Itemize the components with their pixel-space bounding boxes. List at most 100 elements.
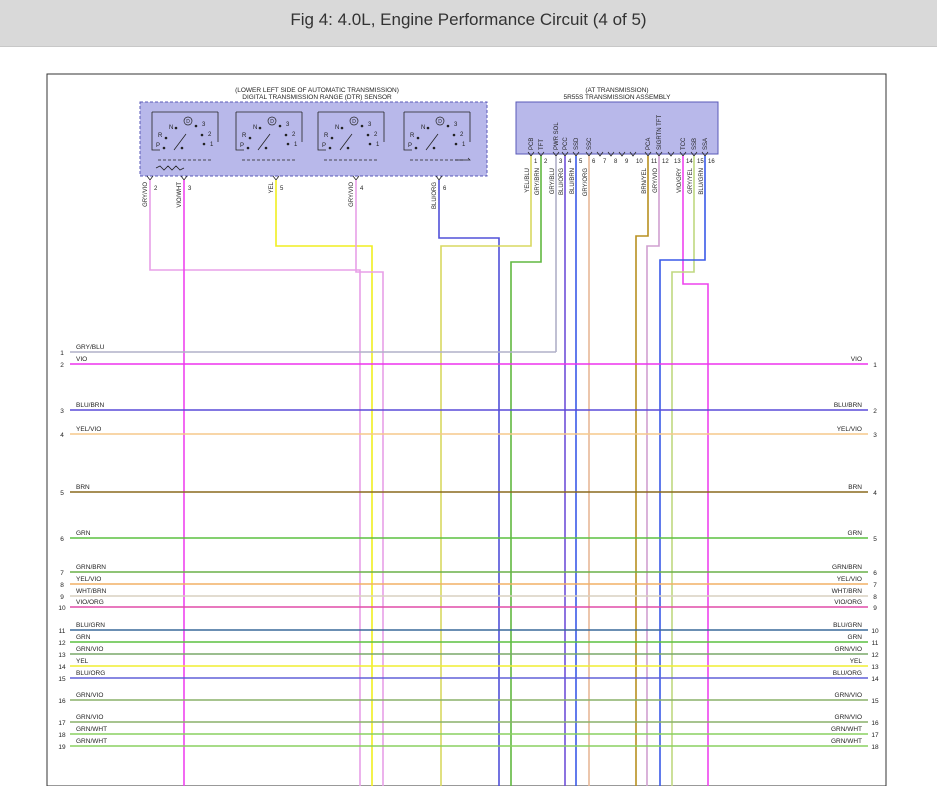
bus-left-label: GRN/WHT [76, 738, 107, 745]
tca-pin-number: 16 [708, 159, 715, 165]
bus-left-pin: 13 [58, 652, 66, 659]
switch-contact-d [267, 116, 277, 126]
pin-chevron [435, 175, 443, 181]
switch-label-d: D [186, 119, 190, 125]
bus-left-label: GRN/WHT [76, 726, 107, 733]
switch-contact-d [183, 116, 193, 126]
pin-wire-color: GRY/VIO [143, 182, 149, 207]
pin-chevron [352, 175, 360, 181]
switch-label-n: N [169, 125, 173, 131]
switch-label-2: 2 [292, 132, 296, 138]
pin-number: 6 [443, 186, 447, 192]
switch-contact-dot [258, 126, 262, 130]
tca-pin-number: 15 [697, 159, 704, 165]
tca-pin-number: 7 [603, 159, 607, 165]
pin-chevron [618, 151, 626, 157]
switch-contact-dot [200, 133, 204, 137]
dtr-name-label: DIGITAL TRANSMISSION RANGE (DTR) SENSOR [242, 94, 392, 101]
tca-pin-wire-color: GRY/BLU [550, 168, 556, 194]
tca-pin: 10 [629, 151, 643, 165]
tca-pin-name: TFT [539, 139, 545, 150]
pin-number: 3 [188, 186, 192, 192]
bus-right-pin: 4 [873, 490, 877, 497]
switch-wiper [173, 133, 187, 151]
circuit-wire [682, 156, 709, 786]
switch-contact-dot [164, 136, 168, 140]
bus-left-label: YEL [76, 658, 89, 665]
bus-left-label: BLU/ORG [76, 670, 105, 677]
bus-right-label: GRN/VIO [835, 714, 862, 721]
bus-right-label: BLU/BRN [834, 402, 862, 409]
pin-chevron [272, 175, 280, 181]
tca-pin-wire-color: YEL/BLU [525, 168, 531, 193]
tca-pin-name: SIGRTN TFT [657, 115, 663, 150]
bus-right-label: GRN/WHT [831, 738, 862, 745]
switch-frame [403, 112, 412, 151]
tca-pin-wire-color: GRY/ORG [583, 168, 589, 197]
bus-right-pin: 6 [873, 570, 877, 577]
switch-contact-dot [432, 146, 436, 150]
switch-wiper [257, 133, 271, 151]
dtr-location-label: (LOWER LEFT SIDE OF AUTOMATIC TRANSMISSI… [235, 87, 399, 94]
bus-left-label: BRN [76, 484, 90, 491]
bus-right-label: BLU/GRN [833, 622, 862, 629]
switch-label-3: 3 [202, 122, 206, 128]
switch-label-3: 3 [286, 122, 290, 128]
circuit-wire [659, 156, 706, 786]
bus-left-label: GRN/VIO [76, 714, 103, 721]
bus-left-label: VIO [76, 356, 87, 363]
circuit-wire [635, 156, 649, 786]
tca-pin-wire-color: GRY/BRN [535, 168, 541, 195]
pin-wire-color: YEL [269, 181, 275, 193]
tca-pin-wire-color: BRN/YEL [642, 167, 648, 193]
tca-pin-number: 6 [592, 159, 596, 165]
bus-right-pin: 13 [871, 664, 879, 671]
bus-right-pin: 8 [873, 594, 877, 601]
switch-contact-dot [416, 136, 420, 140]
pin-chevron [667, 151, 675, 157]
figure-header: Fig 4: 4.0L, Engine Performance Circuit … [0, 0, 937, 47]
bus-right-pin: 17 [871, 732, 879, 739]
pin-chevron [607, 151, 615, 157]
bus-left-label: BLU/GRN [76, 622, 105, 629]
switch-contact-d [435, 116, 445, 126]
switch-contact-dot [366, 133, 370, 137]
bus-left-pin: 18 [58, 732, 66, 739]
bus-right-label: GRN/VIO [835, 692, 862, 699]
switch-label-d: D [352, 119, 356, 125]
bus-left-pin: 12 [58, 640, 66, 647]
pin-chevron [180, 175, 188, 181]
bus-left-pin: 19 [58, 744, 66, 751]
bus-row: 1 GRY/BLU [60, 344, 556, 357]
bus-left-pin: 1 [60, 350, 64, 357]
switch-contact-dot [264, 146, 268, 150]
resistor-symbol [155, 165, 185, 171]
bus-left-label: GRN/VIO [76, 646, 103, 653]
tca-pin-number: 1 [534, 159, 538, 165]
pin-wire-color: VIO/WHT [177, 182, 183, 208]
switch-contact-dot [180, 146, 184, 150]
pin-chevron [629, 151, 637, 157]
pin-number: 5 [280, 186, 284, 192]
bus-left-pin: 3 [60, 408, 64, 415]
bus-left-pin: 14 [58, 664, 66, 671]
bus-right-label: GRN [848, 530, 863, 537]
switch-label-p: P [322, 143, 326, 149]
bus-left-pin: 7 [60, 570, 64, 577]
bus-left-pin: 9 [60, 594, 64, 601]
bus-left-pin: 11 [59, 628, 66, 635]
bus-left-label: GRY/BLU [76, 344, 105, 351]
switch-label-p: P [240, 143, 244, 149]
bus-right-label: YEL [850, 658, 863, 665]
tca-pin: 8 [607, 151, 618, 165]
